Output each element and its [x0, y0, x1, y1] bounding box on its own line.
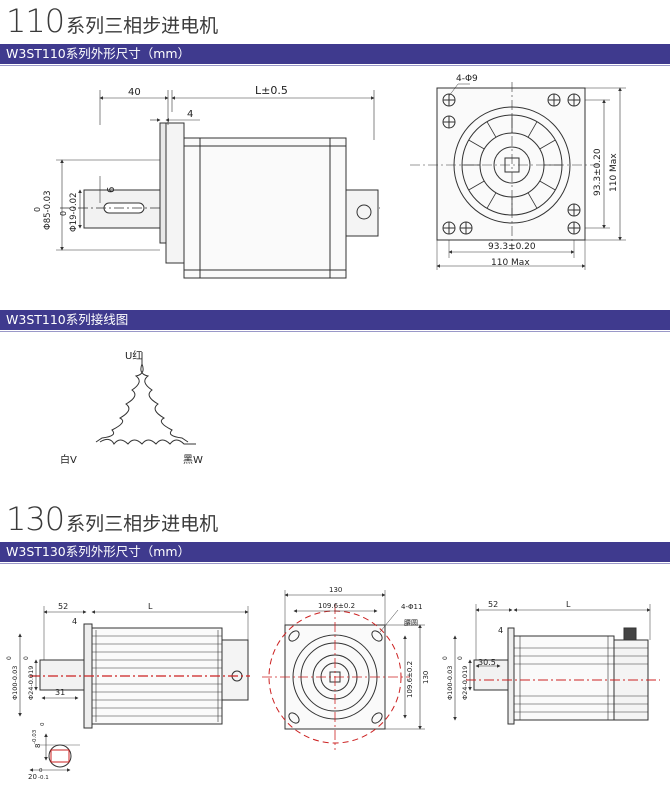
dim-110-horizontal: 110 Max	[491, 258, 530, 268]
dim-24: Φ24-0.019	[27, 666, 35, 700]
series-name: 系列三相步进电机	[66, 15, 219, 37]
rotor-fin	[468, 180, 485, 191]
dim-109.6-top: 109.6±0.2	[318, 602, 355, 610]
dim-24-zero: 0	[457, 656, 464, 660]
dim-19-tol: 0	[59, 211, 68, 216]
rotor-fins	[462, 115, 562, 215]
motor-130-side-view	[18, 606, 250, 772]
wire-v-label: 白V	[60, 453, 77, 466]
dim-L: L±0.5	[255, 84, 288, 97]
series-number: 130	[6, 500, 65, 538]
series-name: 系列三相步进电机	[66, 513, 219, 535]
wire-u-label: U红	[125, 349, 142, 362]
dim-100: Φ100-0.03	[11, 666, 19, 700]
dim-100: Φ100-0.03	[446, 666, 454, 700]
dim-40: 40	[128, 87, 141, 98]
dim-4: 4	[498, 626, 503, 635]
dim-8: 8	[34, 744, 42, 748]
rotor-fin	[539, 139, 556, 150]
dim-93.3-vertical: 93.3±0.20	[593, 148, 603, 196]
dim-20-zero: 0	[39, 768, 43, 774]
motor-110-side-view	[56, 90, 380, 279]
dim-52: 52	[58, 602, 68, 611]
dim-4: 4	[187, 109, 193, 120]
dim-30.5: 30.5	[478, 658, 496, 667]
wire-w-label: 黑W	[183, 454, 203, 466]
dim-L: L	[566, 600, 571, 609]
dim-130-side: 130	[422, 671, 430, 684]
dim-24-zero: 0	[23, 656, 30, 660]
series-number: 110	[6, 2, 65, 40]
rotor-fin	[486, 192, 497, 209]
rotor-fin	[468, 139, 485, 150]
motor-110-front-view	[410, 82, 626, 270]
motor-130-brake-side-view	[453, 604, 660, 725]
dim-85: Φ85-0.03	[43, 191, 53, 231]
wiring-diagram	[95, 352, 196, 445]
dim-109.6-side: 109.6±0.2	[406, 661, 414, 698]
section-bar-130-dimensions: W3ST130系列外形尺寸（mm）	[0, 542, 670, 564]
rotor-fin	[486, 121, 497, 138]
dim-4: 4	[72, 617, 77, 626]
dim-93.3-horizontal: 93.3±0.20	[488, 242, 536, 252]
section-bar-110-wiring: W3ST110系列接线图	[0, 310, 670, 332]
dim-8-tol: -0.03	[32, 729, 38, 744]
dim-52: 52	[488, 600, 498, 609]
rotor-fin	[539, 180, 556, 191]
holes-label: 4-Φ9	[456, 74, 478, 84]
dim-20: 20	[28, 773, 37, 781]
dim-100-zero: 0	[442, 656, 449, 660]
dim-31: 31	[55, 688, 65, 697]
rotor-fin	[527, 192, 538, 209]
dim-24: Φ24-0.019	[461, 666, 469, 700]
dim-19: Φ19-0.02	[69, 193, 79, 233]
section-bar-110-dimensions: W3ST110系列外形尺寸（mm）	[0, 44, 670, 66]
dim-L: L	[148, 602, 153, 611]
motor-130-front-view	[262, 590, 425, 750]
rotor-fin	[527, 121, 538, 138]
dim-20-tol: -0.1	[38, 775, 49, 781]
holes-label: 4-Φ11	[401, 603, 422, 611]
dim-85-tol: 0	[33, 207, 42, 212]
dim-6: 6	[106, 187, 117, 193]
dim-110-vertical: 110 Max	[609, 153, 619, 192]
dim-8-zero: 0	[40, 722, 46, 726]
slot-label: 腰圆	[404, 619, 418, 627]
dim-130-top: 130	[329, 586, 342, 594]
dim-100-zero: 0	[6, 656, 13, 660]
